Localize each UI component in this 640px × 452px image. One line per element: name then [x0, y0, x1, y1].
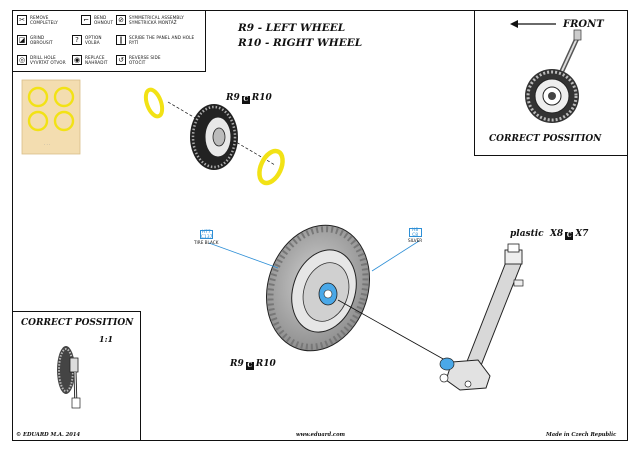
paint-silver: H8 C8 SILVER — [408, 228, 422, 243]
scale-label: 1:1 — [99, 334, 114, 344]
paint-leader-tire — [208, 242, 279, 269]
landing-strut — [439, 243, 524, 391]
legend-bend: ⌐ BEND OHNOUT — [81, 15, 140, 25]
legend-remove: ✂ REMOVE COMPLETELY — [17, 15, 76, 25]
legend-scribe: ‖ SCRIBE THE PANEL AND HOLE RYTÍ — [116, 35, 207, 45]
svg-text:· · ·: · · · — [44, 142, 50, 147]
bend-icon: ⌐ — [81, 15, 91, 25]
scale-view-wheel — [57, 346, 81, 409]
drill-icon: ◎ — [17, 55, 27, 65]
plastic-part-icon: C — [241, 96, 250, 104]
correct-position-box: CORRECT POSSITION 1:1 — [12, 311, 141, 441]
front-arrow-icon — [510, 20, 556, 28]
front-view-wheel — [525, 29, 582, 123]
paint-code-hub: H8 C8 — [408, 228, 422, 237]
footer-website: www.eduard.com — [296, 432, 346, 438]
legend-replace: ◉ REPLACE NAHRADIT — [72, 55, 108, 65]
front-caption: CORRECT POSSITION — [489, 134, 602, 144]
symmetrical-icon: ⊘ — [116, 15, 126, 25]
grind-icon: ◪ — [17, 35, 27, 45]
replace-icon: ◉ — [72, 55, 82, 65]
reverse-icon: ↺ — [116, 55, 126, 65]
legend-option: ? OPTION VOLBA — [72, 35, 131, 45]
paint-leader-hub — [371, 240, 420, 272]
scribe-icon: ‖ — [116, 35, 126, 45]
symbol-legend: ✂ REMOVE COMPLETELY ⌐ BEND OHNOUT ⊘ SYMM… — [12, 10, 206, 72]
footer-made-in: Made in Czech Republic — [546, 432, 617, 438]
mask-sheet: · · · — [21, 79, 81, 155]
title-left-wheel: R9 - LEFT WHEEL — [238, 22, 346, 34]
paint-code-tire: H77 C137 — [199, 230, 213, 240]
paint-name-tire: TIRE BLACK — [194, 240, 219, 245]
top-wheel-explode — [143, 87, 285, 186]
paint-tire-black: H77 C137 TIRE BLACK — [194, 230, 218, 245]
remove-icon: ✂ — [17, 15, 27, 25]
front-orientation-box: FRONT CORRECT POSSITION — [474, 10, 628, 156]
main-wheel — [265, 224, 446, 361]
legend-reverse: ↺ REVERSE SIDE OTOČIT — [116, 55, 175, 65]
legend-symmetrical: ⊘ SYMMETRICAL ASSEMBLY SYMETRICKÁ MONTÁŽ — [116, 15, 205, 25]
correct-position-caption: CORRECT POSSITION — [21, 318, 134, 328]
footer-copyright: © EDUARD M.A. 2014 — [16, 432, 81, 438]
legend-grind: ◪ GRIND OBROUSIT — [17, 35, 53, 45]
title-right-wheel: R10 - RIGHT WHEEL — [238, 37, 363, 49]
legend-drill: ◎ DRILL HOLE VYVRTAT OTVOR — [17, 55, 66, 65]
paint-name-hub: SILVER — [408, 238, 423, 243]
sheet-frame — [12, 10, 628, 441]
plastic-part-icon: C — [565, 232, 574, 240]
plastic-part-icon: C — [245, 362, 254, 370]
front-label: FRONT — [563, 19, 604, 30]
option-icon: ? — [72, 35, 82, 45]
